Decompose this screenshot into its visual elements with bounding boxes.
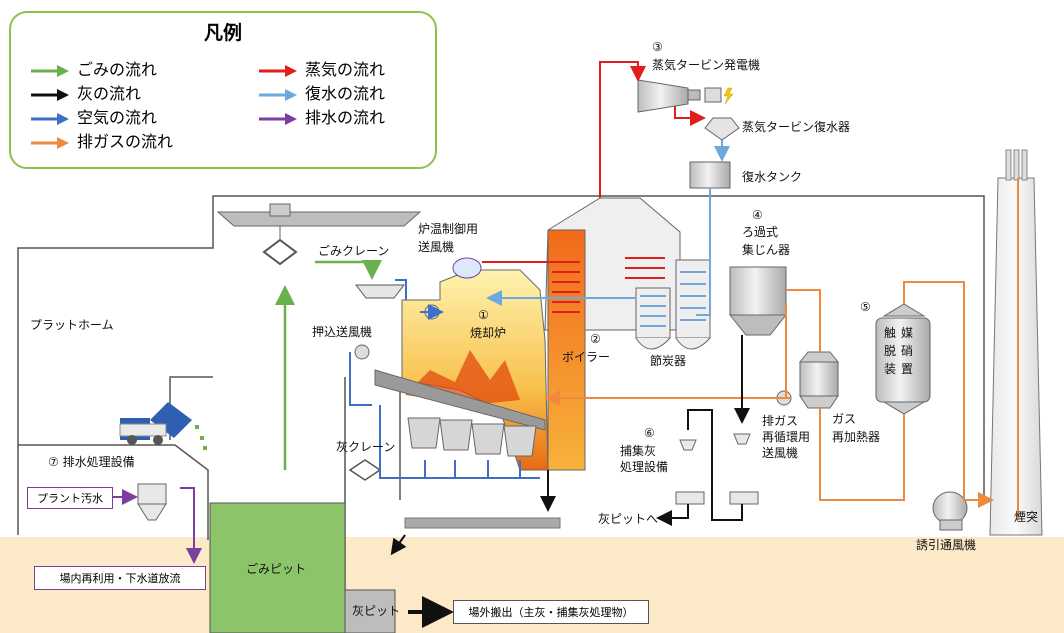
push-fan-label: 押込送風機: [312, 325, 373, 339]
arrow-icon: [31, 136, 69, 149]
ash-pit: [344, 589, 396, 633]
recirc-fan-label-3: 送風機: [762, 446, 799, 460]
denox-label-5: 装: [884, 362, 897, 376]
ash-crane-label: 灰クレーン: [336, 440, 396, 454]
turbine-generator-label: 蒸気タービン発電機: [652, 58, 761, 72]
legend-item: 復水の流れ: [259, 85, 385, 103]
legend-item: 空気の流れ: [31, 109, 157, 127]
arrow-icon: [31, 64, 69, 77]
stack-label: 煙突: [1014, 510, 1039, 524]
waste-pit-label: ごみピット: [246, 562, 307, 576]
ash-conveyor: [404, 517, 561, 529]
recirc-fan-label-1: 排ガス: [762, 414, 799, 428]
legend-item: ごみの流れ: [31, 61, 157, 79]
id-fan-label: 誘引通風機: [916, 538, 977, 552]
flyash-label-2: 処理設備: [620, 460, 669, 474]
wastewater-tank: [137, 483, 167, 521]
gas-reheater: [798, 351, 840, 409]
platform-label: プラットホーム: [30, 318, 114, 332]
to-ash-pit-label: 灰ピットへ: [598, 512, 659, 526]
economizer: [635, 259, 711, 350]
denox-unit: [875, 303, 931, 415]
legend-item: 灰の流れ: [31, 85, 141, 103]
wastewater-label: ⑦ 排水処理設備: [48, 455, 135, 469]
denox-label-2: 媒: [901, 326, 914, 340]
legend-item-label: 空気の流れ: [77, 108, 158, 127]
stack: [989, 149, 1043, 536]
generator: [704, 87, 722, 103]
flyash-number: ⑥: [644, 426, 655, 440]
id-fan: [932, 491, 968, 531]
legend-item-label: 蒸気の流れ: [305, 60, 386, 79]
plant-water-box: プラント汚水: [27, 487, 113, 509]
legend-item-label: ごみの流れ: [77, 60, 158, 79]
legend-item: 排水の流れ: [259, 109, 385, 127]
legend-item-label: 排水の流れ: [305, 108, 386, 127]
turbine: [637, 79, 689, 113]
denox-label-6: 置: [901, 362, 914, 376]
denox-number: ⑤: [860, 300, 871, 314]
filter-label-2: 集じん器: [742, 243, 791, 257]
arrow-icon: [259, 64, 297, 77]
denox-label-3: 脱: [884, 344, 897, 358]
reuse-box: 場内再利用・下水道放流: [34, 566, 206, 590]
ash-pit-label: 灰ピット: [352, 604, 401, 618]
turbine-number: ③: [652, 40, 663, 54]
legend-item-label: 排ガスの流れ: [77, 132, 174, 151]
ash-hoppers: [407, 417, 537, 457]
reheater-label-2: 再加熱器: [832, 430, 881, 444]
furnace-number: ①: [478, 308, 489, 322]
crane-grab: [262, 238, 298, 266]
reheater-label-1: ガス: [832, 412, 857, 426]
legend-item-label: 灰の流れ: [77, 84, 142, 103]
boiler-number: ②: [590, 332, 601, 346]
arrow-icon: [31, 112, 69, 125]
legend-item: 排ガスの流れ: [31, 133, 173, 151]
legend-item: 蒸気の流れ: [259, 61, 385, 79]
crane-label: ごみクレーン: [318, 244, 390, 258]
crane-rail: [216, 211, 422, 227]
recirc-fan-label-2: 再循環用: [762, 430, 811, 444]
arrow-icon: [259, 88, 297, 101]
boiler-label: ボイラー: [562, 350, 611, 364]
bag-filter: [729, 266, 787, 316]
condensate-tank-label: 復水タンク: [742, 170, 803, 184]
waste-pit: [209, 502, 346, 633]
denox-label-4: 硝: [901, 344, 914, 358]
flyash-label-1: 捕集灰: [620, 444, 657, 458]
filter-label-1: ろ過式: [742, 225, 779, 239]
legend-item-label: 復水の流れ: [305, 84, 386, 103]
arrow-icon: [259, 112, 297, 125]
lightning-icon: [723, 87, 734, 105]
condensate-tank: [689, 161, 731, 189]
temp-fan-label-2: 送風機: [418, 240, 455, 254]
carry-out-box: 場外搬出（主灰・捕集灰処理物）: [453, 600, 649, 624]
economizer-label: 節炭器: [650, 354, 687, 368]
arrow-icon: [31, 88, 69, 101]
legend: 凡例 ごみの流れ灰の流れ空気の流れ排ガスの流れ 蒸気の流れ復水の流れ排水の流れ: [9, 11, 437, 169]
furnace-label: 焼却炉: [470, 326, 507, 340]
legend-title: 凡例: [203, 22, 242, 44]
condenser: [704, 117, 740, 141]
denox-label-1: 触: [884, 326, 897, 340]
filter-number: ④: [752, 208, 763, 222]
condenser-label: 蒸気タービン復水器: [742, 120, 851, 134]
garbage-truck: [119, 402, 192, 445]
temp-fan-label-1: 炉温制御用: [418, 222, 479, 236]
